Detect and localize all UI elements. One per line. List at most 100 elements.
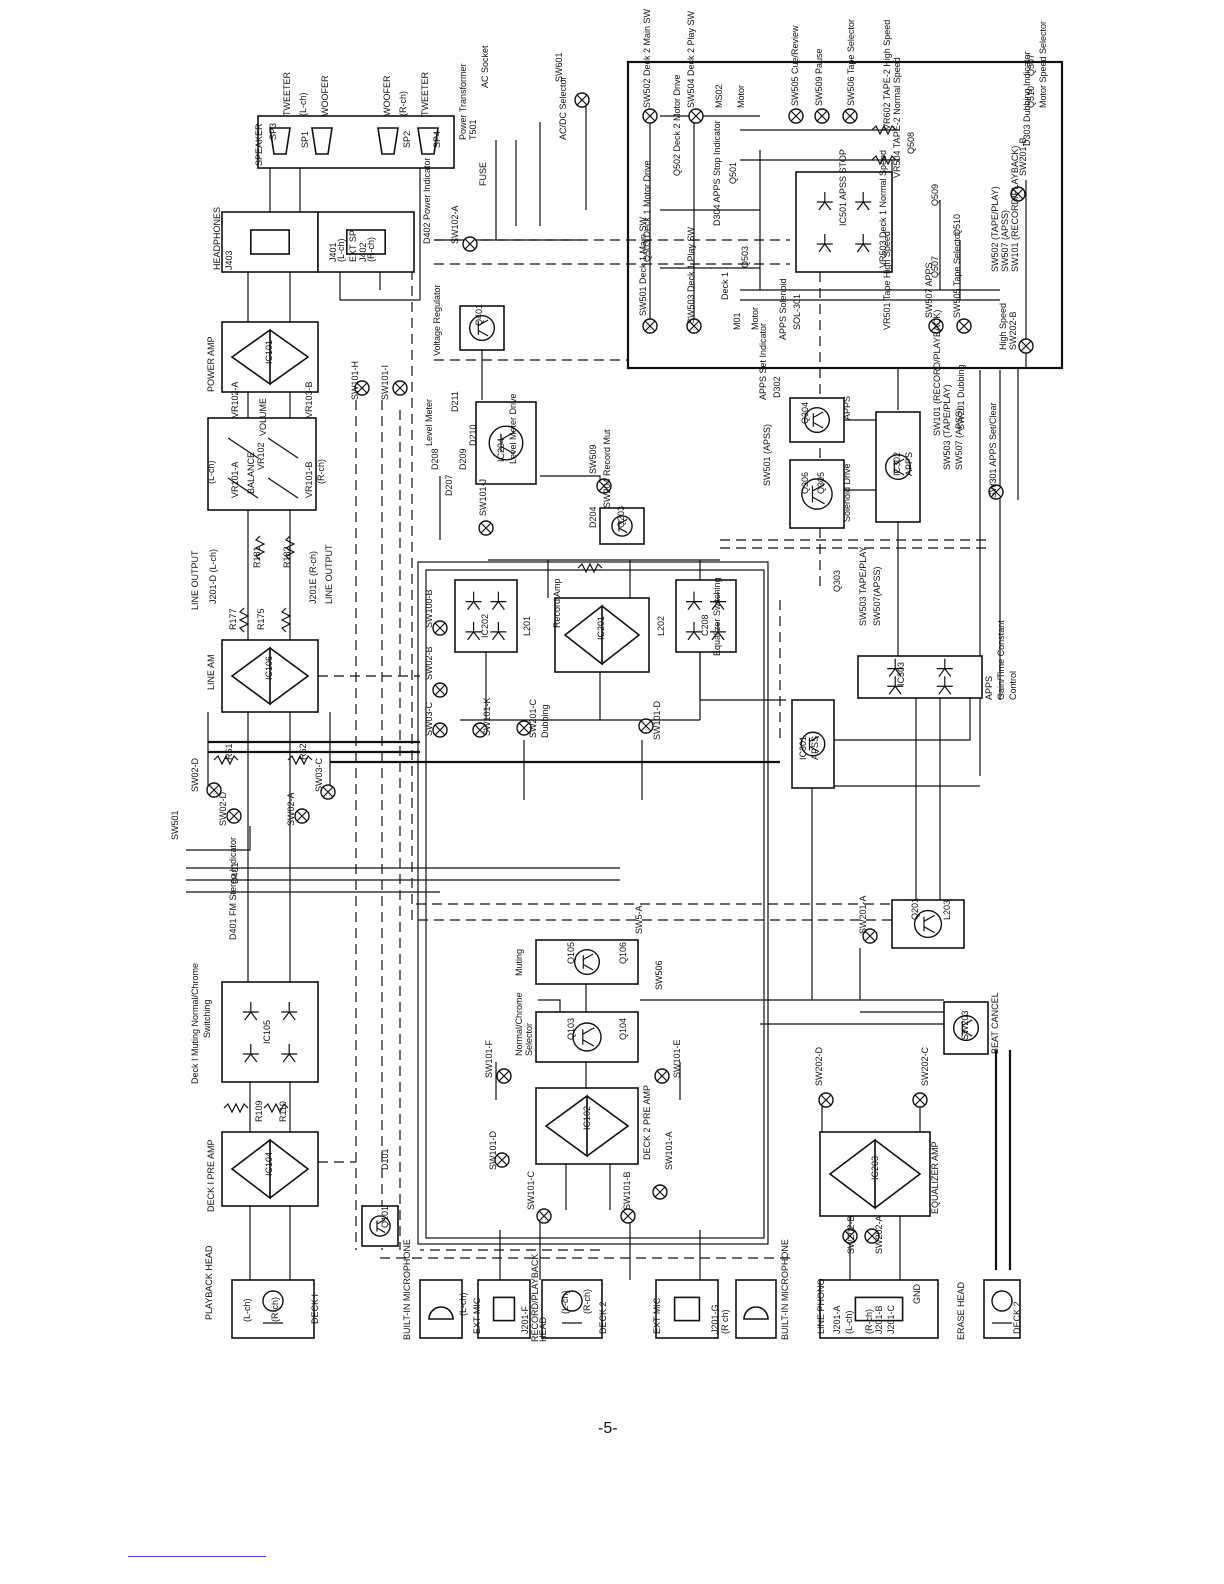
switch-cross [296, 810, 308, 822]
resistor-symbol [871, 154, 897, 166]
switch-cross [538, 1210, 550, 1222]
diagram-label: EQUALIZER AMP [930, 1141, 940, 1214]
potentiometer-symbol [227, 437, 299, 499]
switch-cross [598, 480, 610, 492]
block-box [221, 981, 319, 1083]
switch-cross [688, 320, 700, 332]
diagram-label: IC301 [798, 736, 808, 760]
diagram-label: APPS Set Indicator [758, 323, 768, 400]
diagram-label: SW503 (TAPE/PLAY) [942, 384, 952, 470]
diagram-label: Q105 [566, 942, 576, 964]
diagram-label: SW102-A [450, 205, 460, 244]
diagram-label: J201-G [710, 1304, 720, 1334]
switch-cross [656, 1070, 668, 1082]
diagram-label: J201-C [886, 1304, 896, 1334]
transistor-symbol [887, 676, 904, 695]
switch-cross [816, 110, 828, 122]
switch-symbol [206, 782, 222, 798]
block-deck1-box [231, 1279, 315, 1339]
diagram-label: VR602 TAPE-2 High Speed [882, 20, 892, 130]
diagram-label: PLAYBACK HEAD [204, 1245, 214, 1320]
block-box [795, 171, 893, 273]
transistor-circle [611, 515, 633, 537]
diagram-label: APSS [810, 736, 820, 760]
switch-cross [322, 786, 334, 798]
diagram-label: MS02 [714, 84, 724, 108]
diagram-label: SW203 [960, 1010, 970, 1040]
diagram-label: SW202-A [874, 1215, 884, 1254]
diagram-label: SW101 (RECORD/PLAYBACK) [932, 310, 942, 436]
block-power-amp [221, 321, 319, 393]
diagram-label: IC104 [264, 1152, 274, 1176]
switch-cross [644, 320, 656, 332]
diagram-label: R175 [256, 608, 266, 630]
motor-control-frame [626, 60, 1064, 370]
diagram-label: Deck I Muting Normal/Chrome [190, 963, 200, 1084]
diagram-label: IC106 [264, 656, 274, 680]
diagram-label: SW506 [654, 960, 664, 990]
switch-symbol [912, 1092, 928, 1108]
block-deck2-head [541, 1279, 603, 1339]
diagram-label: Level Meter [424, 399, 434, 446]
diagram-label: D302 [772, 376, 782, 398]
block-box [675, 579, 737, 653]
switch-symbol [788, 108, 804, 124]
diagram-label: R181 [252, 546, 262, 568]
block-box [454, 579, 518, 653]
diagram-label: C208 [700, 614, 710, 636]
diagram-label: LINE PHONO [816, 1278, 826, 1334]
switch-symbol [226, 808, 242, 824]
diagram-label: Q507 [1026, 54, 1036, 76]
diagram-label: J201-A [832, 1305, 842, 1334]
switch-cross [930, 320, 942, 332]
switch-cross [990, 486, 1002, 498]
diagram-label: VOLUME [258, 398, 268, 436]
transistor-circle [369, 1215, 391, 1237]
switch-symbol [392, 380, 408, 396]
diagram-label: R61 [224, 743, 234, 760]
diagram-label: Gain/Time Constant [996, 620, 1006, 700]
switch-symbol [354, 380, 370, 396]
block-ext-mic-l [477, 1279, 531, 1339]
resistor-symbol [280, 607, 292, 633]
diagram-label: VR101-A [230, 461, 240, 498]
head-symbol [262, 1290, 284, 1312]
block-record-amp [554, 597, 650, 673]
switch-symbol [842, 108, 858, 124]
block-box [207, 417, 317, 511]
diagram-label: WOOFER [320, 75, 330, 116]
diagram-label: T501 [468, 119, 478, 140]
diagram-label: VR103-B [304, 381, 314, 418]
diagram-label: VR504 TAPE-2 Normal Speed [892, 57, 902, 178]
transistor-circle [803, 406, 831, 434]
diagram-label: IC302 [892, 452, 902, 476]
diagram-label: J201-B [874, 1305, 884, 1334]
transistor-leads [376, 1218, 386, 1234]
diagram-label: SW101-A [664, 1131, 674, 1170]
switch-symbol [320, 784, 336, 800]
diagram-label: Q510 [1026, 86, 1036, 108]
diagram-label: D303 Dubbing Indicator [1022, 51, 1032, 146]
diagram-label: Q104 [618, 1018, 628, 1040]
resistor-symbol [254, 535, 266, 561]
diagram-label: SW202-D [814, 1046, 824, 1086]
resistor-symbol [263, 1102, 289, 1114]
switch-symbol [688, 108, 704, 124]
diagram-label: D204 [588, 506, 598, 528]
amp-triangle [269, 647, 310, 705]
diagram-label: SW101-D [652, 700, 662, 740]
diagram-label: DECK I [310, 1294, 320, 1324]
switch-cross [864, 930, 876, 942]
switches-layer [206, 92, 1034, 1244]
switch-cross [820, 1094, 832, 1106]
transistor-leads [923, 914, 936, 934]
diagram-label: SW101-H [350, 361, 360, 400]
diagram-label: POWER AMP [206, 336, 216, 392]
transistor-symbol [490, 621, 507, 641]
blocks-layer [207, 115, 1021, 1339]
diagram-label: R110 [278, 1101, 288, 1122]
diagram-label: TWEETER [282, 72, 292, 116]
diagram-label: (R ch) [720, 1309, 730, 1334]
diagram-label: SW101-I [380, 365, 390, 400]
